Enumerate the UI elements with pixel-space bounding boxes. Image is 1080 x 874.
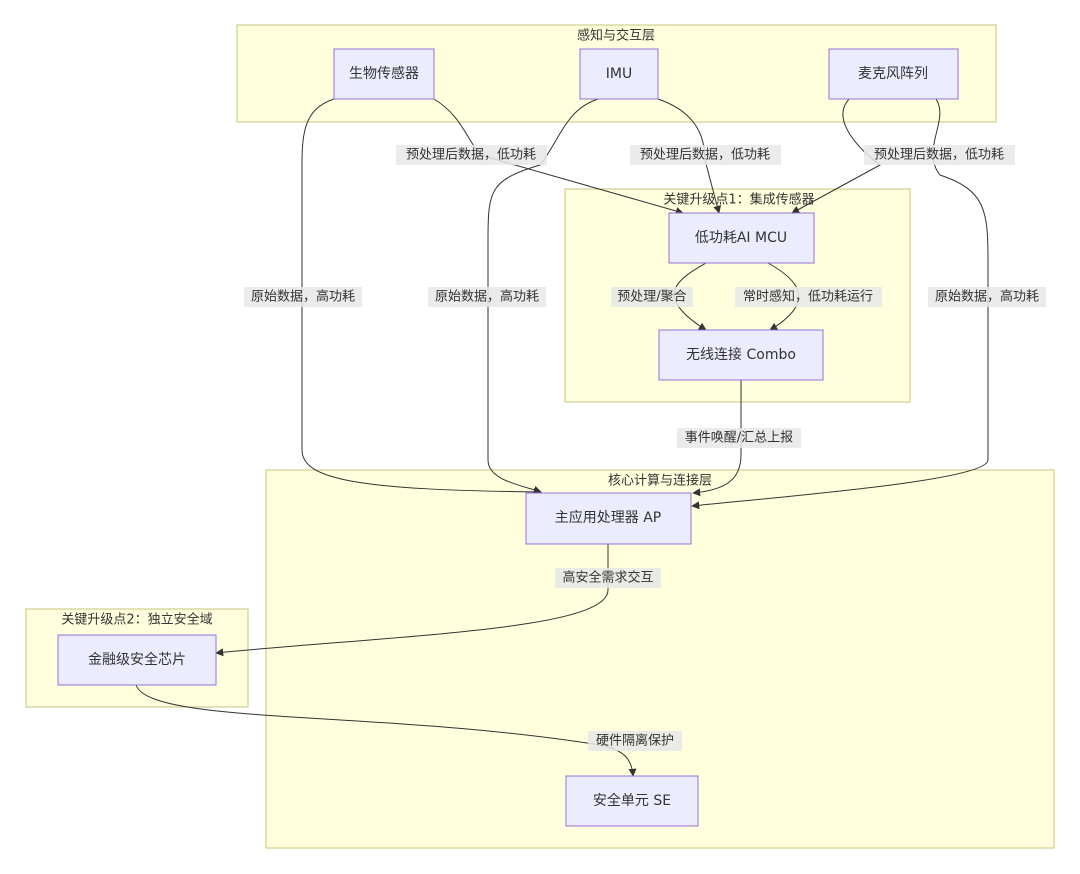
node-bio-sensor: 生物传感器	[333, 48, 435, 100]
svg-text:事件唤醒/汇总上报: 事件唤醒/汇总上报	[685, 431, 793, 446]
svg-text:硬件隔离保护: 硬件隔离保护	[596, 733, 674, 749]
edge-label-bio-mcu: 预处理后数据，低功耗	[396, 145, 547, 165]
svg-text:高安全需求交互: 高安全需求交互	[562, 570, 653, 586]
node-financial-security-chip: 金融级安全芯片	[57, 634, 217, 686]
svg-text:预处理后数据，低功耗: 预处理后数据，低功耗	[874, 148, 1004, 163]
svg-text:预处理后数据，低功耗: 预处理后数据，低功耗	[406, 148, 536, 163]
edge-label-mic-ap: 原始数据，高功耗	[928, 287, 1046, 307]
node-imu: IMU	[579, 48, 659, 100]
svg-text:金融级安全芯片: 金融级安全芯片	[88, 651, 186, 668]
node-secure-element: 安全单元 SE	[565, 775, 699, 827]
cluster-title-perception: 感知与交互层	[577, 28, 655, 44]
svg-text:常时感知，低功耗运行: 常时感知，低功耗运行	[743, 289, 873, 305]
edge-label-combo-ap: 事件唤醒/汇总上报	[677, 428, 801, 448]
svg-text:无线连接 Combo: 无线连接 Combo	[686, 346, 796, 363]
cluster-title-core: 核心计算与连接层	[608, 473, 712, 489]
cluster-title-upgrade1: 关键升级点1：集成传感器	[663, 192, 814, 208]
svg-text:预处理/聚合: 预处理/聚合	[617, 290, 686, 305]
edge-fin-to-se	[135, 684, 637, 777]
edge-ap-to-fin	[215, 544, 609, 657]
edge-labels: 预处理后数据，低功耗 预处理后数据，低功耗 预处理后数据，低功耗 原始数据，高功…	[244, 145, 1046, 751]
edge-label-bio-ap: 原始数据，高功耗	[244, 287, 362, 307]
svg-text:安全单元 SE: 安全单元 SE	[593, 792, 671, 809]
svg-text:低功耗AI MCU: 低功耗AI MCU	[695, 230, 787, 246]
edge-label-fin-se: 硬件隔离保护	[588, 731, 682, 751]
svg-text:IMU: IMU	[606, 66, 632, 82]
edge-label-mcu-combo-2: 常时感知，低功耗运行	[735, 287, 882, 307]
edge-bio-to-ap	[301, 98, 542, 496]
svg-text:麦克风阵列: 麦克风阵列	[858, 66, 928, 82]
edge-imu-to-ap	[487, 98, 599, 494]
edge-label-ap-fin: 高安全需求交互	[555, 568, 661, 588]
edge-combo-to-ap	[692, 380, 742, 497]
svg-text:预处理后数据，低功耗: 预处理后数据，低功耗	[640, 148, 770, 163]
svg-text:原始数据，高功耗: 原始数据，高功耗	[935, 289, 1039, 305]
node-main-ap: 主应用处理器 AP	[525, 492, 692, 545]
svg-text:原始数据，高功耗: 原始数据，高功耗	[435, 289, 539, 305]
node-mic-array: 麦克风阵列	[828, 48, 959, 100]
svg-text:原始数据，高功耗: 原始数据，高功耗	[251, 289, 355, 305]
node-wireless-combo: 无线连接 Combo	[658, 329, 824, 381]
edge-label-imu-ap: 原始数据，高功耗	[428, 287, 546, 307]
svg-text:主应用处理器 AP: 主应用处理器 AP	[555, 509, 661, 526]
edge-label-mcu-combo-1: 预处理/聚合	[611, 287, 693, 307]
edge-label-imu-mcu: 预处理后数据，低功耗	[630, 145, 781, 165]
node-ai-mcu: 低功耗AI MCU	[668, 212, 815, 264]
svg-text:生物传感器: 生物传感器	[349, 65, 419, 82]
edge-label-mic-mcu: 预处理后数据，低功耗	[864, 145, 1015, 165]
cluster-title-upgrade2: 关键升级点2：独立安全域	[61, 612, 212, 628]
